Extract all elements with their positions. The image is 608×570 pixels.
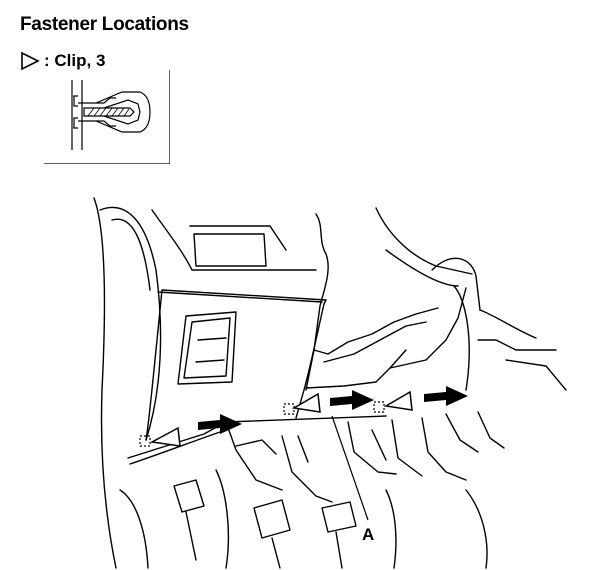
- removal-direction-arrow-icon: [198, 414, 242, 434]
- clip-triangle-icon: [149, 426, 181, 447]
- clip-location-3: [373, 401, 385, 413]
- page-title: Fastener Locations: [20, 14, 189, 35]
- clip-triangle-icon: [291, 392, 321, 413]
- clip-location-1: [139, 435, 151, 447]
- clip-detail-inset: [44, 70, 170, 164]
- clip-location-2: [283, 403, 295, 415]
- callout-a-leader: [331, 415, 369, 521]
- dashboard-lower-panel-diagram: [93, 197, 567, 569]
- clip-triangle-icon: [21, 51, 40, 71]
- callout-label-a: A: [362, 525, 375, 544]
- legend-label: : Clip, 3: [44, 51, 106, 70]
- removal-direction-arrow-icon: [424, 386, 468, 406]
- removal-direction-arrow-icon: [330, 390, 374, 410]
- clip-triangle-icon: [383, 390, 413, 411]
- legend: : Clip, 3: [20, 50, 105, 72]
